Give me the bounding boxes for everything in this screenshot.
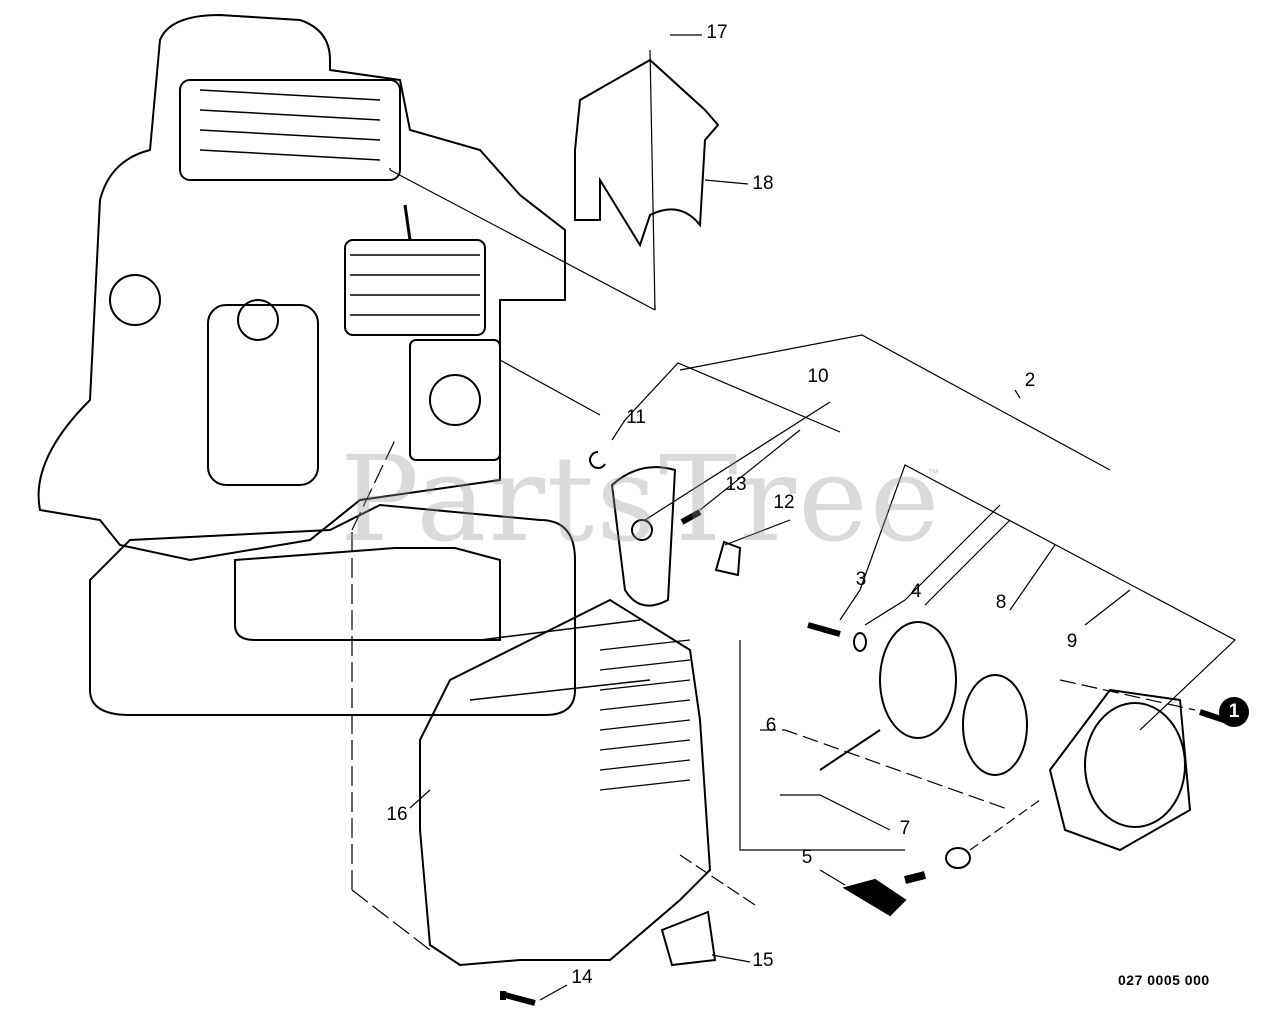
part-3-bolt	[807, 622, 841, 637]
part-7-bushing	[945, 847, 971, 869]
part-8-reel	[879, 621, 957, 739]
part-6-rope	[819, 729, 881, 771]
label-3: 3	[855, 569, 867, 590]
label-11: 11	[626, 407, 646, 428]
diagram-code: 027 0005 000	[1118, 972, 1210, 988]
part-13-spring	[680, 509, 702, 525]
part-11-clip	[589, 451, 606, 469]
label-10: 10	[807, 366, 829, 387]
part-14-screw	[500, 991, 536, 1006]
label-12: 12	[773, 492, 795, 513]
label-18: 18	[752, 173, 774, 194]
part-5-handle	[842, 878, 907, 917]
part-4-washer	[853, 632, 867, 652]
part-12-pawl	[714, 540, 742, 577]
callout-badge-1: 1	[1219, 697, 1249, 727]
label-5: 5	[801, 847, 813, 868]
part-9-spring	[962, 674, 1028, 776]
label-17: 17	[706, 22, 728, 43]
label-6: 6	[765, 715, 777, 736]
label-14: 14	[571, 967, 593, 988]
part-18-cylinder-cover	[574, 58, 720, 248]
part-10-pulley-plate	[610, 466, 677, 607]
part-15-pad	[660, 910, 717, 967]
watermark: PartsTree	[340, 430, 942, 568]
label-2: 2	[1024, 370, 1036, 391]
part-16-fan-case	[419, 598, 712, 967]
label-16: 16	[386, 804, 408, 825]
label-8: 8	[995, 592, 1007, 613]
watermark-trademark: ™	[928, 468, 939, 480]
engine-assembly-drawing	[37, 13, 576, 716]
label-7: 7	[899, 818, 911, 839]
label-9: 9	[1066, 631, 1078, 652]
label-15: 15	[752, 950, 774, 971]
starter-housing	[1048, 688, 1192, 852]
label-4: 4	[910, 581, 922, 602]
label-13: 13	[725, 474, 747, 495]
leader-lines	[351, 34, 1237, 1001]
